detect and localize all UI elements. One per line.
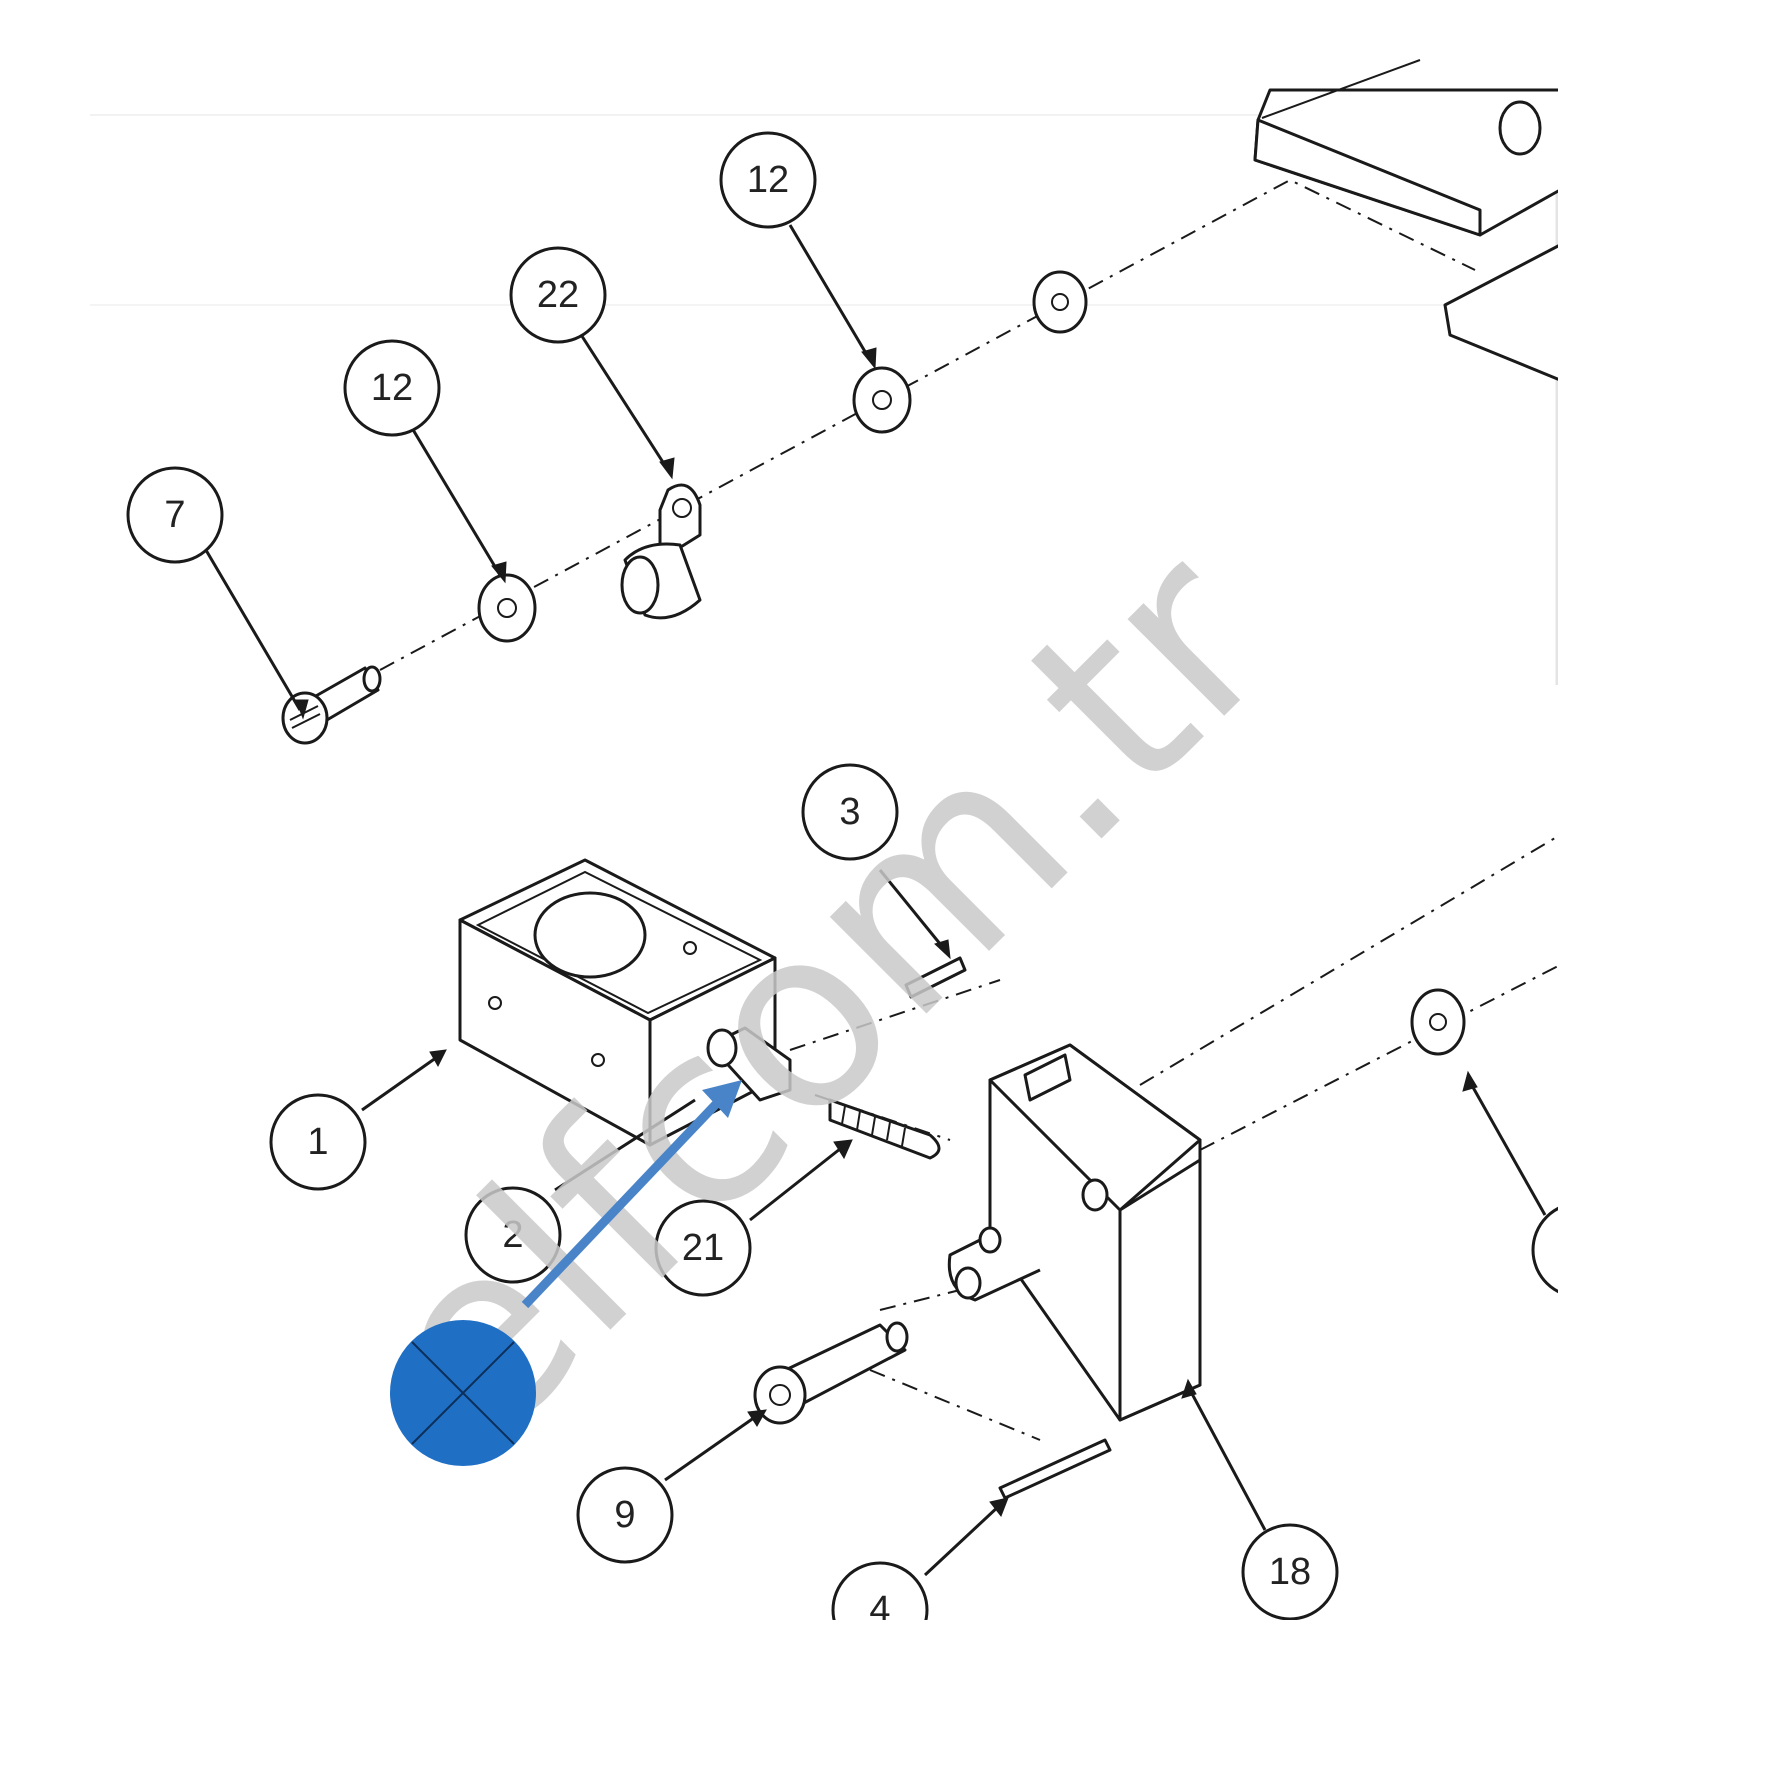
callout-bubble-3: 3	[801, 763, 899, 861]
svg-text:1: 1	[307, 1121, 328, 1163]
callout-bubble-12-upper: 12	[719, 131, 817, 229]
pin-part	[998, 1438, 1112, 1500]
callout-bubble-9: 9	[576, 1466, 674, 1564]
svg-text:3: 3	[839, 791, 860, 833]
axis-line-lower-1	[789, 834, 1561, 1086]
callout-bubble-22: 22	[509, 246, 607, 344]
screw-part	[281, 665, 382, 745]
svg-text:12: 12	[371, 367, 413, 409]
pin-part	[904, 956, 967, 999]
lever-part	[947, 1043, 1202, 1422]
callout-bubble-2: 2	[464, 1186, 562, 1284]
svg-text:7: 7	[164, 494, 185, 536]
highlight-marker[interactable]	[390, 1080, 742, 1466]
callout-bubble-18: 18	[1241, 1523, 1339, 1621]
spring-part	[828, 1098, 941, 1160]
washer-part	[852, 366, 912, 434]
svg-text:2: 2	[502, 1214, 523, 1256]
washer-part	[477, 573, 537, 643]
axis-line-lower-3	[869, 1289, 1041, 1441]
svg-text:18: 18	[1269, 1551, 1311, 1593]
callout-bubble-1: 1	[269, 1093, 367, 1191]
callout-bubble-12-lower: 12	[343, 339, 441, 437]
svg-text:12: 12	[747, 159, 789, 201]
washer-part	[1032, 270, 1088, 334]
washer-part	[1410, 988, 1466, 1056]
cable-clamp-part	[620, 483, 702, 620]
svg-text:22: 22	[537, 274, 579, 316]
solenoid-part	[458, 858, 792, 1147]
svg-text:9: 9	[614, 1494, 635, 1536]
callout-bubble-21: 21	[654, 1199, 752, 1297]
mounting-bracket-upper	[1253, 59, 1562, 382]
svg-text:21: 21	[682, 1227, 724, 1269]
callout-bubble-7: 7	[126, 466, 224, 564]
axis-line-upper	[379, 178, 1476, 671]
shoulder-bolt-part	[753, 1321, 909, 1425]
